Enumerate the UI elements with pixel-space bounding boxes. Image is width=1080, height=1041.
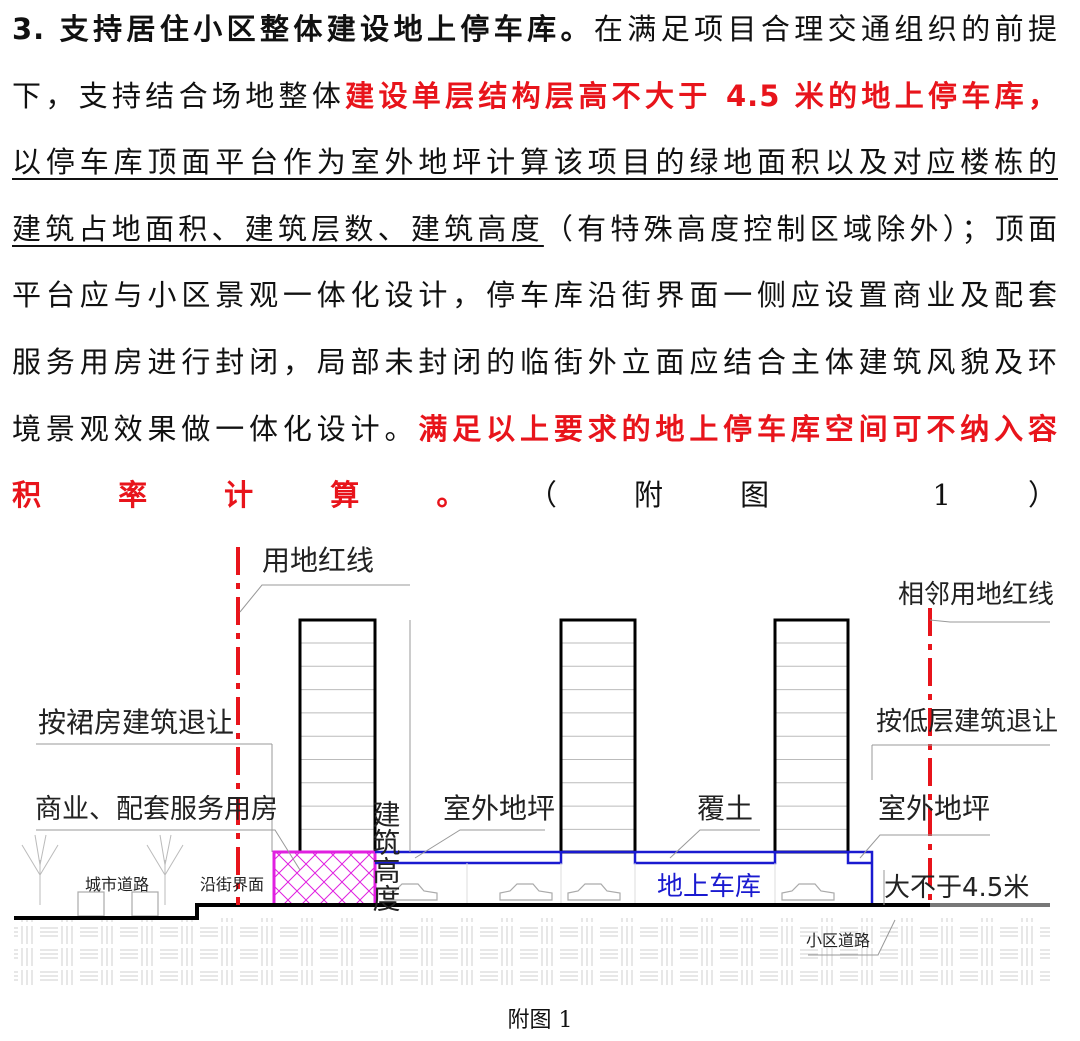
heading-text: 3. 支持居住小区整体建设地上停车库。 [12,12,594,46]
paragraph-line: 服务用房进行封闭，局部未封闭的临街外立面应结合主体建筑风貌及环 [12,339,1058,406]
paragraph-line: 境景观效果做一体化设计。满足以上要求的地上停车库空间可不纳入容 [12,406,1058,473]
label-podium-setback: 按裙房建筑退让 [38,706,234,739]
body-text: 境景观效果做一体化设计。 [12,411,419,446]
label-site-red-line: 用地红线 [262,544,374,577]
paragraph-line: 建筑占地面积、建筑层数、建筑高度（有特殊高度控制区域除外）；顶面 [12,206,1058,273]
body-text: （附图 1） [542,478,1058,513]
label-estate-road: 小区道路 [806,931,870,950]
highlighted-text: 积率计算。 [12,478,543,513]
body-text: 下，支持结合场地整体 [12,78,346,113]
commercial-block [272,850,377,907]
paragraph-line: 平台应与小区景观一体化设计，停车库沿街界面一侧应设置商业及配套 [12,272,1058,339]
label-commercial: 商业、配套服务用房 [35,794,278,825]
tree-icons [21,834,184,905]
body-text: 服务用房进行封闭，局部未封闭的临街外立面应结合主体建筑风貌及环 [12,344,1058,379]
tower-building-1 [298,618,377,854]
highlighted-text: 满足以上要求的地上停车库空间可不纳入容 [418,411,1058,446]
label-street-interface: 沿街界面 [200,875,264,894]
ground-line [14,903,930,920]
underlined-text: 以停车库顶面平台作为室外地坪计算该项目的绿地面积以及对应楼栋的 [12,145,1058,180]
label-max-height: 大不于4.5米 [884,873,1029,903]
label-garage: 地上车库 [657,872,761,902]
paragraph-line: 以停车库顶面平台作为室外地坪计算该项目的绿地面积以及对应楼栋的 [12,139,1058,206]
paragraph-line: 下，支持结合场地整体建设单层结构层高不大于 4.5 米的地上停车库， [12,73,1058,140]
policy-paragraph: 3. 支持居住小区整体建设地上停车库。在满足项目合理交通组织的前提下，支持结合场… [12,6,1058,539]
body-text: 平台应与小区景观一体化设计，停车库沿街界面一侧应设置商业及配套 [12,278,1058,313]
tower-building-3 [773,618,850,854]
label-adjacent-red-line: 相邻用地红线 [898,580,1054,610]
underlined-text: 建筑占地面积、建筑层数、建筑高度 [12,211,544,246]
label-outdoor-grade-1: 室外地坪 [443,792,555,825]
paragraph-line: 积率计算。（附图 1） [12,472,1058,539]
ground-hatch [14,918,1050,985]
paragraph-line: 3. 支持居住小区整体建设地上停车库。在满足项目合理交通组织的前提 [12,6,1058,73]
figure-caption: 附图 1 [507,1008,573,1033]
above-ground-garage [375,850,874,905]
body-text: （有特殊高度控制区域除外）；顶面 [543,211,1058,246]
label-outdoor-grade-2: 室外地坪 [878,792,990,825]
body-text: 在满足项目合理交通组织的前提 [593,12,1058,46]
label-city-road: 城市道路 [85,875,149,894]
tower-building-2 [559,618,637,854]
highlighted-text: 建设单层结构层高不大于 4.5 米的地上停车库， [345,78,1058,113]
label-soil-cover: 覆土 [697,792,753,825]
label-lowrise-setback: 按低层建筑退让 [876,707,1058,737]
label-building-height: 建筑高度 [369,800,402,912]
